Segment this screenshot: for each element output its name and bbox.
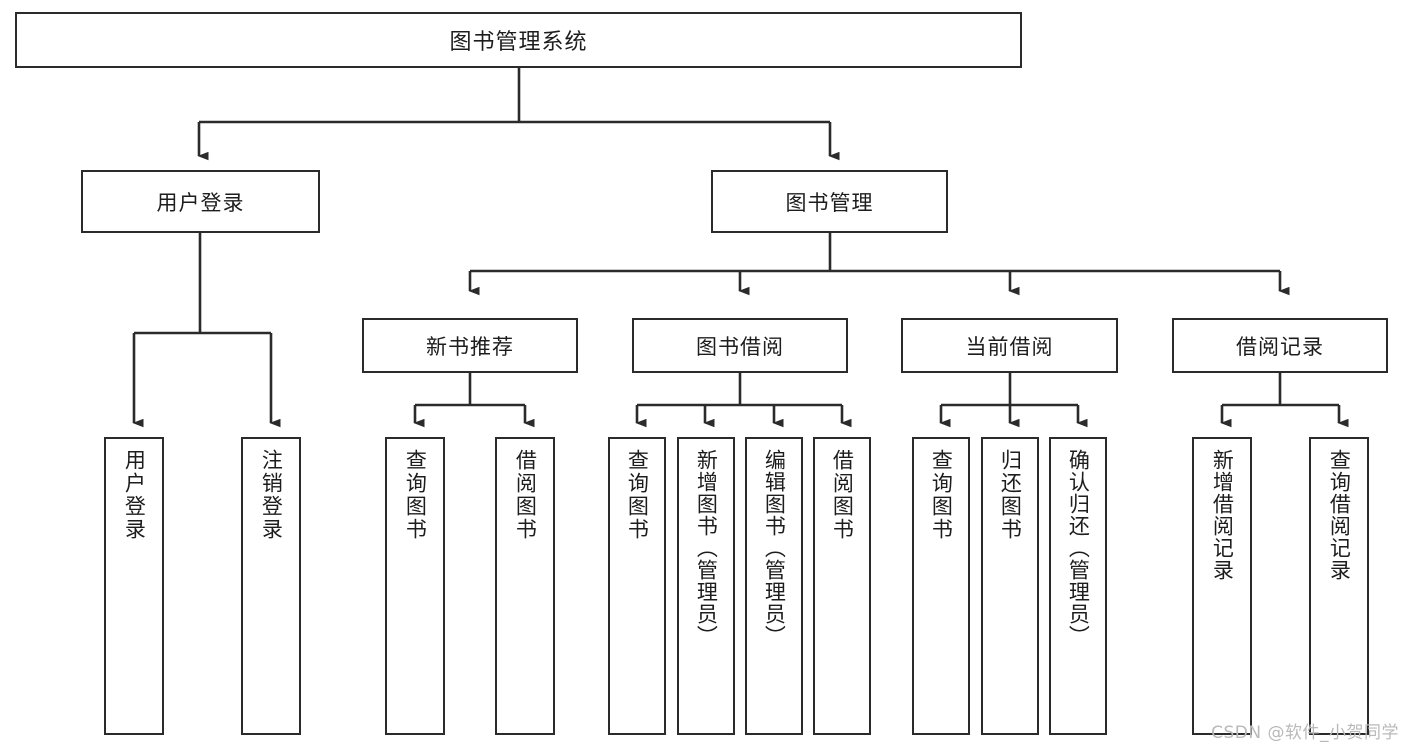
leaf-label: 注销登录 [259,449,284,541]
leaf-label: 编辑图书（管理员） [762,449,787,647]
node-root-book-management-system[interactable]: 图书管理系统 [15,12,1022,68]
leaf-new-book-query-book[interactable]: 查询图书 [385,437,445,735]
leaf-label: 确认归还（管理员） [1066,449,1091,647]
leaf-label: 借阅图书 [830,449,855,541]
node-label: 用户登录 [156,190,245,215]
node-label: 图书管理 [785,190,874,215]
leaf-label: 借阅图书 [513,449,538,541]
leaf-label: 新增图书（管理员） [694,449,719,647]
node-borrow-record[interactable]: 借阅记录 [1172,318,1388,373]
leaf-label: 查询图书 [625,449,650,541]
leaf-borrow-record-add-record[interactable]: 新增借阅记录 [1192,437,1252,735]
leaf-label: 归还图书 [998,449,1023,541]
node-user-login[interactable]: 用户登录 [81,170,320,233]
leaf-book-borrow-query-book[interactable]: 查询图书 [608,437,666,735]
leaf-label: 查询图书 [929,449,954,541]
node-new-book-recommend[interactable]: 新书推荐 [362,318,578,373]
node-current-borrow[interactable]: 当前借阅 [901,318,1118,373]
leaf-label: 查询借阅记录 [1327,449,1352,581]
node-label: 图书借阅 [696,334,784,359]
leaf-book-borrow-add-book-admin[interactable]: 新增图书（管理员） [677,437,735,735]
leaf-book-borrow-edit-book-admin[interactable]: 编辑图书（管理员） [745,437,803,735]
csdn-watermark: CSDN @软件_小贺同学 [1211,723,1399,743]
node-label: 新书推荐 [426,334,514,359]
leaf-user-login-logout[interactable]: 注销登录 [241,437,301,735]
leaf-borrow-record-query-record[interactable]: 查询借阅记录 [1309,437,1369,735]
node-label: 图书管理系统 [449,30,588,55]
node-label: 当前借阅 [965,334,1054,359]
node-book-borrow[interactable]: 图书借阅 [632,318,848,373]
leaf-label: 新增借阅记录 [1210,449,1235,581]
leaf-current-borrow-confirm-return-admin[interactable]: 确认归还（管理员） [1049,437,1107,735]
leaf-book-borrow-borrow-book[interactable]: 借阅图书 [813,437,871,735]
node-label: 借阅记录 [1236,334,1324,359]
leaf-label: 查询图书 [403,449,428,541]
leaf-current-borrow-return-book[interactable]: 归还图书 [981,437,1039,735]
leaf-new-book-borrow-book[interactable]: 借阅图书 [495,437,555,735]
leaf-label: 用户登录 [122,449,147,541]
node-book-management[interactable]: 图书管理 [711,170,948,233]
leaf-user-login-login[interactable]: 用户登录 [104,437,164,735]
leaf-current-borrow-query-book[interactable]: 查询图书 [912,437,970,735]
